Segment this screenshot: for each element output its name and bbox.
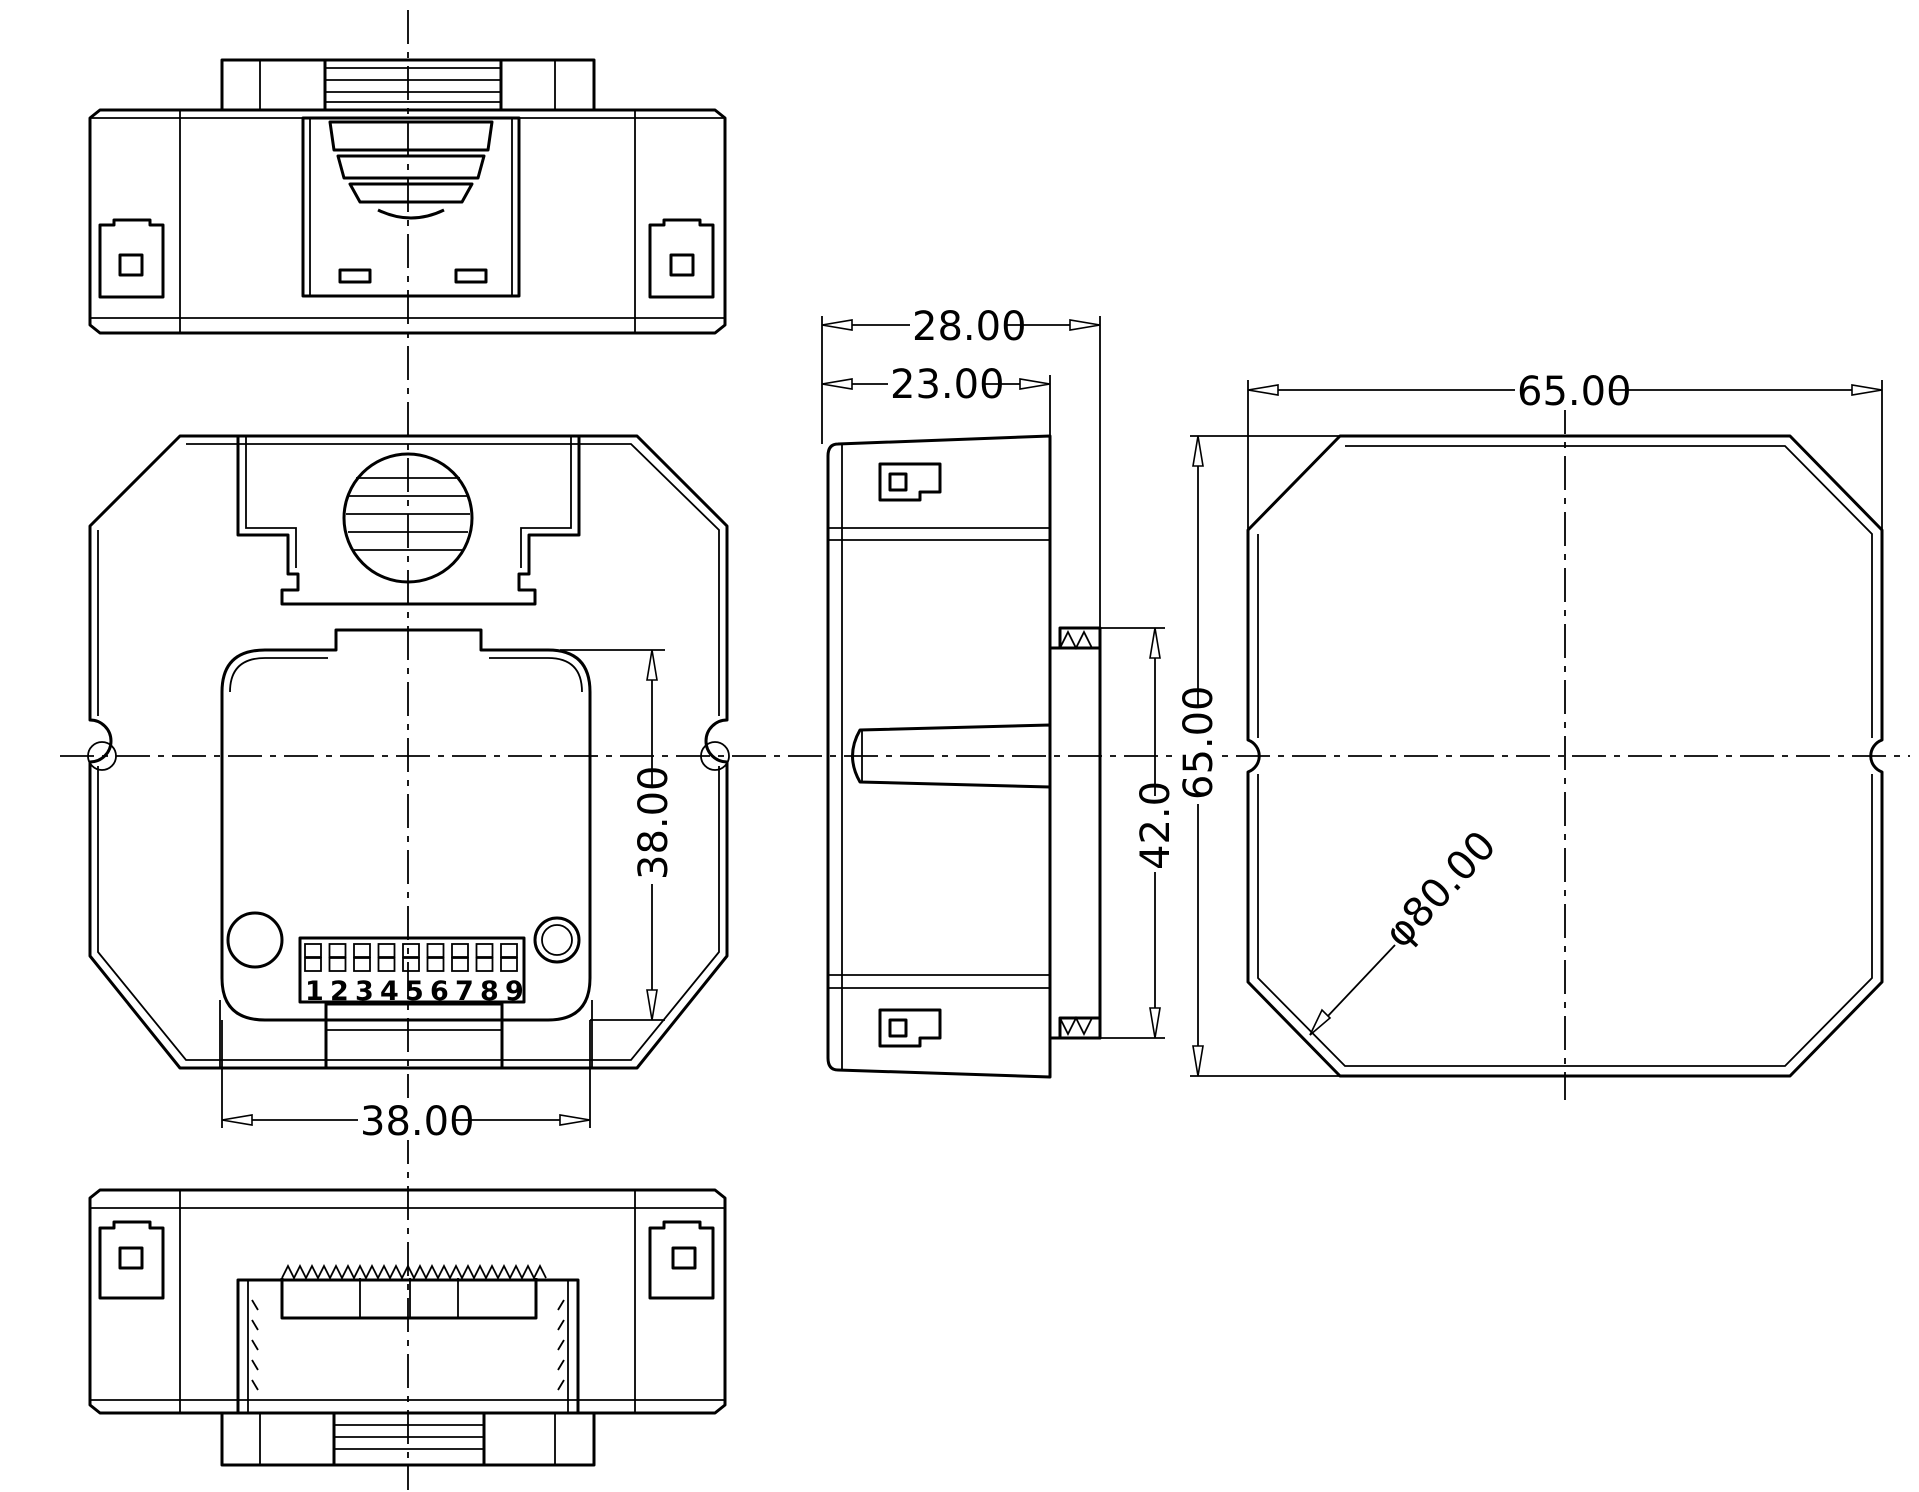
dip-cell (304, 957, 322, 972)
dimension-overall-depth: 28.00 (912, 304, 1027, 350)
dip-number: 2 (330, 976, 349, 1007)
dip-number: 7 (455, 976, 474, 1007)
dip-cell (402, 943, 420, 958)
dip-cell (426, 943, 445, 958)
dip-switch (304, 943, 518, 972)
dip-number: 9 (505, 976, 524, 1007)
bottom-view (88, 1188, 727, 1467)
dimension-front-height: 65.00 (1176, 685, 1222, 800)
dimension-recess-height: 38.00 (631, 765, 677, 880)
dimension-front-width: 65.00 (1517, 369, 1632, 415)
dip-number: 1 (305, 976, 324, 1007)
dip-cell (500, 957, 518, 972)
dip-cell (451, 943, 469, 958)
dip-cell (328, 957, 347, 972)
dip-cell (475, 957, 494, 972)
dip-number: 4 (380, 976, 399, 1007)
dip-cell (304, 943, 322, 958)
dip-cell (377, 943, 396, 958)
dip-cell (328, 943, 347, 958)
dip-number: 6 (430, 976, 449, 1007)
dip-number: 3 (355, 976, 374, 1007)
dip-cell (451, 957, 469, 972)
dip-number: 5 (405, 976, 424, 1007)
dimension-boss-height: 42.0 (1133, 781, 1179, 870)
dip-cell (475, 943, 494, 958)
dip-number: 8 (480, 976, 499, 1007)
dimension-diameter: φ80.00 (1376, 822, 1506, 956)
dip-cell (353, 957, 371, 972)
dip-cell (353, 943, 371, 958)
dimension-body-depth: 23.00 (890, 362, 1005, 408)
front-view: 1 2 3 4 5 6 7 8 9 (87, 434, 730, 1070)
dip-cell (500, 943, 518, 958)
side-view (826, 434, 1102, 1079)
dimension-recess-width: 38.00 (360, 1099, 475, 1145)
dip-cell (402, 957, 420, 972)
dip-cell (426, 957, 445, 972)
dip-cell (377, 957, 396, 972)
